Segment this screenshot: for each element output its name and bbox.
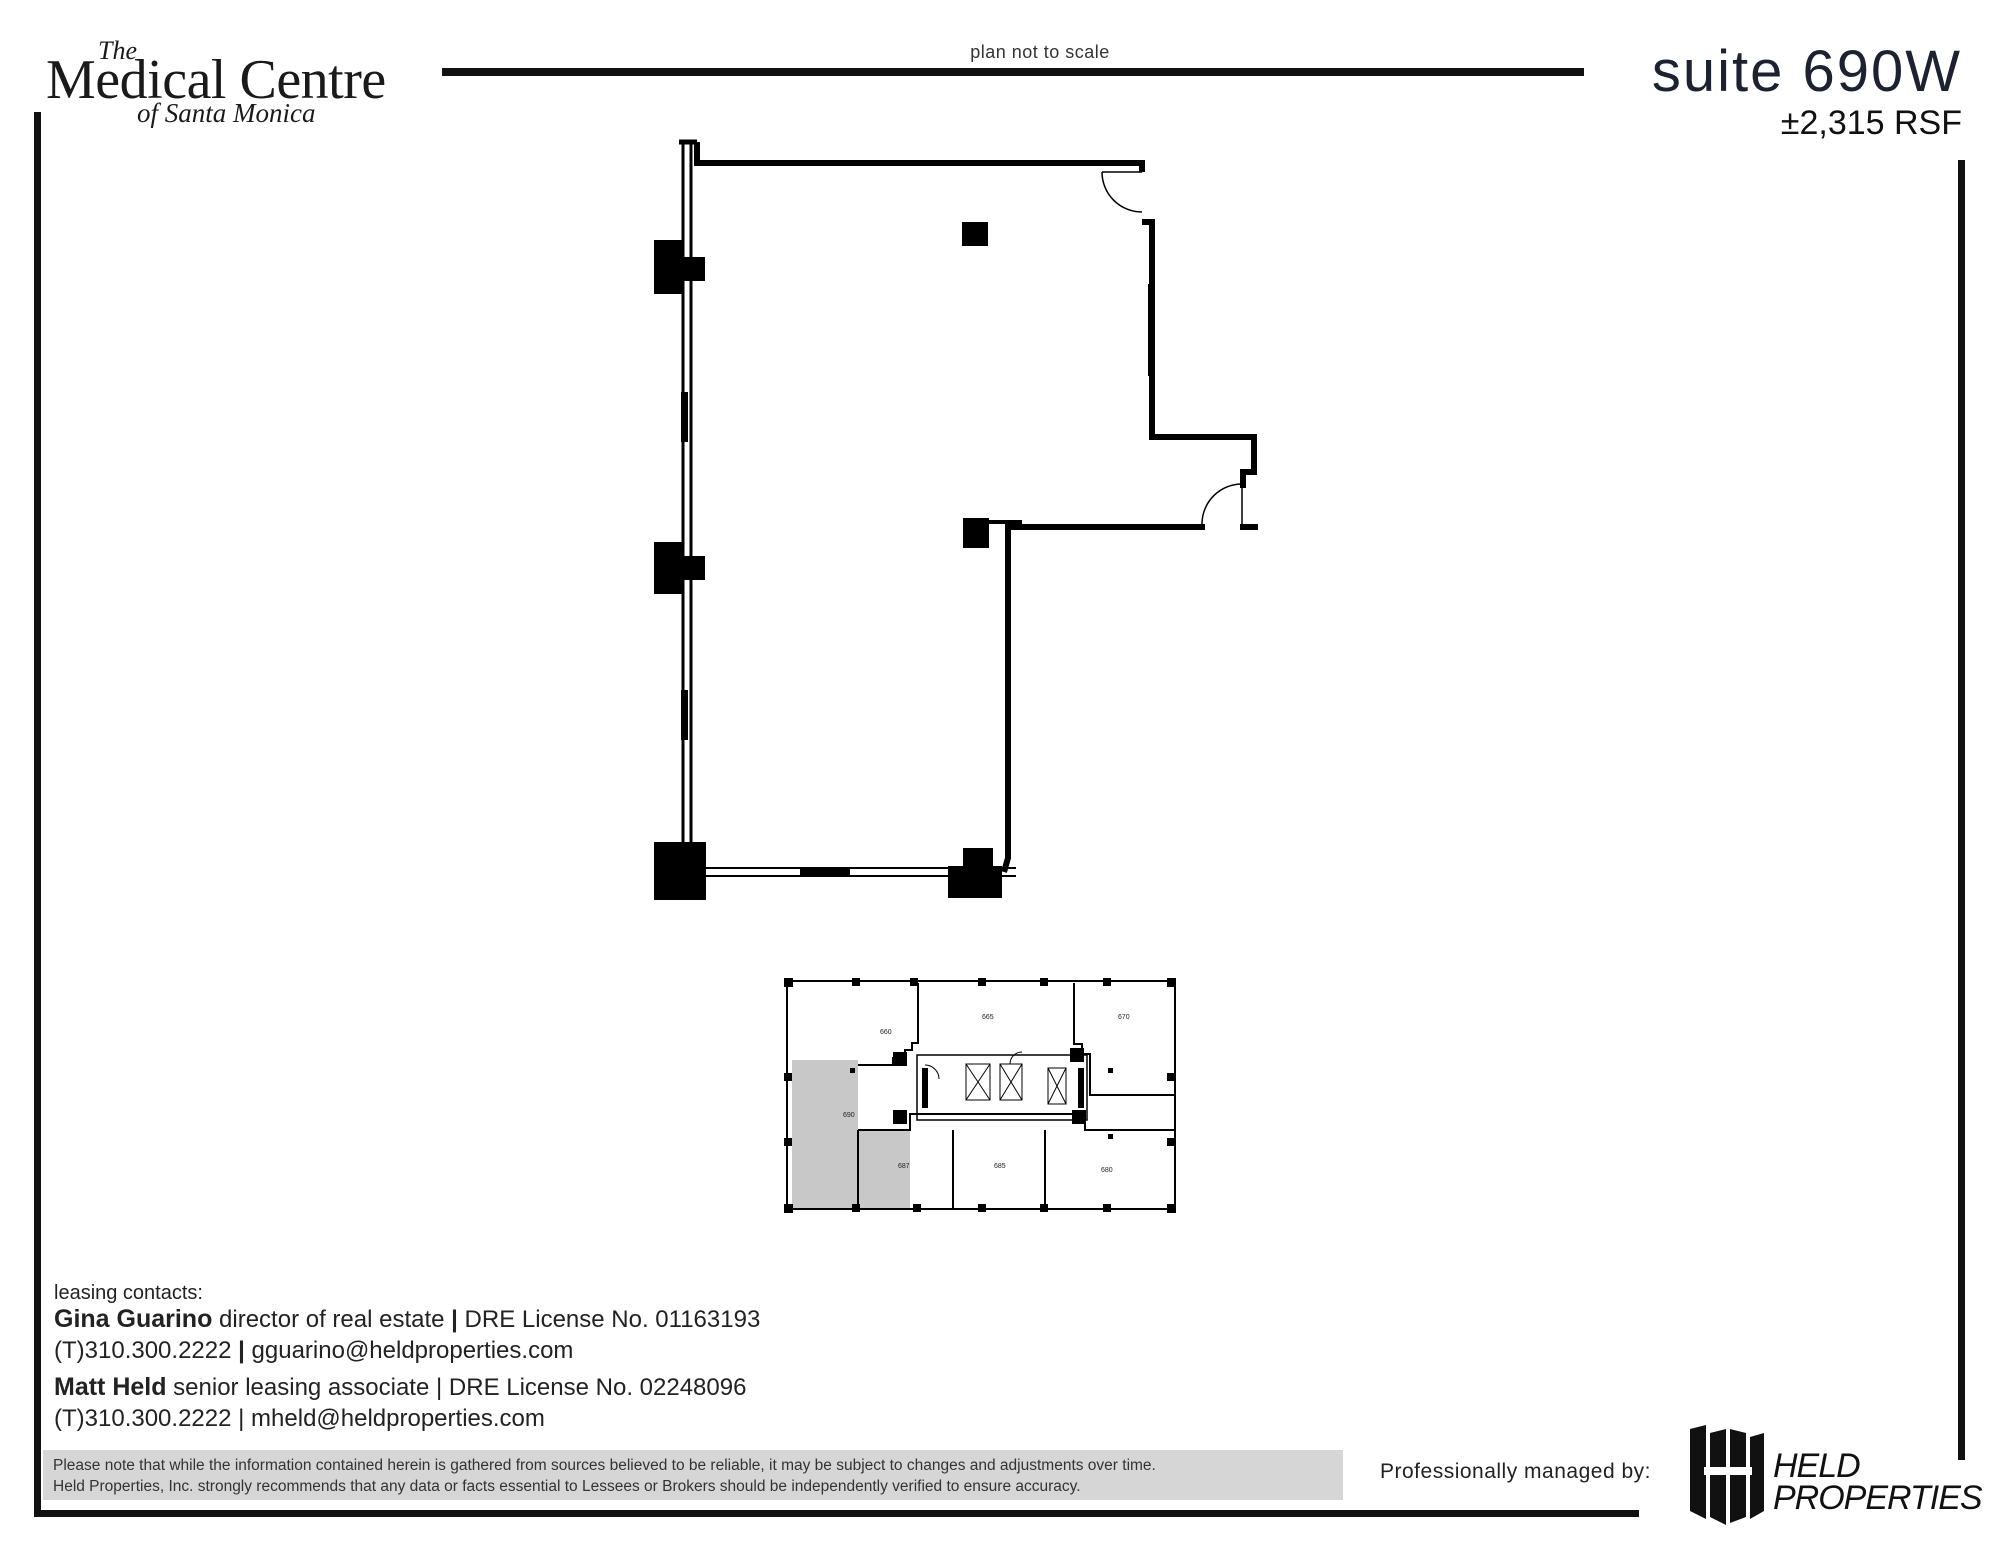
suite-title: suite 690W xyxy=(1651,39,1962,104)
contact-license: DRE License No. 02248096 xyxy=(442,1374,747,1401)
held-properties-wordmark: HELD PROPERTIES xyxy=(1773,1447,1983,1517)
disclaimer-line: Held Properties, Inc. strongly recommend… xyxy=(53,1478,1081,1495)
floor-plan-walls xyxy=(679,139,1258,877)
left-rule xyxy=(34,112,41,1517)
contacts-heading: leasing contacts: xyxy=(54,1282,203,1304)
contact-license: DRE License No. 01163193 xyxy=(457,1306,761,1333)
managed-by-label: Professionally managed by: xyxy=(1380,1460,1651,1483)
door-icon xyxy=(1101,171,1243,525)
contact-line: Matt Held senior leasing associate | DRE… xyxy=(54,1373,747,1401)
logo-title: Medical Centre xyxy=(46,49,386,111)
right-rule xyxy=(1958,160,1965,1460)
brand-line: PROPERTIES xyxy=(1773,1479,1983,1517)
contact-phone: (T)310.300.2222 xyxy=(54,1405,232,1432)
scale-note: plan not to scale xyxy=(970,42,1110,62)
unit-label: 660 xyxy=(880,1029,892,1036)
contact-phone: (T)310.300.2222 xyxy=(54,1337,232,1364)
contact-name: Matt Held xyxy=(54,1373,167,1401)
unit-label: 665 xyxy=(982,1014,994,1021)
unit-label: 670 xyxy=(1118,1014,1130,1021)
highlighted-suite xyxy=(792,1060,910,1210)
key-plan: 660 665 670 690 687 685 680 xyxy=(784,978,1176,1213)
bottom-rule xyxy=(34,1510,1639,1517)
leasing-contacts: leasing contacts: Gina Guarino director … xyxy=(54,1282,760,1434)
unit-label: 687 xyxy=(898,1163,910,1170)
unit-label: 680 xyxy=(1101,1167,1113,1174)
unit-label: 685 xyxy=(994,1163,1006,1170)
held-properties-logo-icon xyxy=(1690,1425,1764,1525)
contact-name: Gina Guarino xyxy=(54,1305,213,1333)
contact-line: (T)310.300.2222 | gguarino@heldpropertie… xyxy=(54,1337,574,1364)
contact-email[interactable]: gguarino@heldproperties.com xyxy=(244,1337,574,1364)
suite-area: ±2,315 RSF xyxy=(1780,104,1962,142)
contact-role: director of real estate xyxy=(212,1306,445,1333)
contact-line: Gina Guarino director of real estate | D… xyxy=(54,1305,761,1333)
contact-role: senior leasing associate xyxy=(166,1374,430,1401)
brand-line: HELD xyxy=(1773,1447,1861,1485)
disclaimer-line: Please note that while the information c… xyxy=(53,1457,1156,1474)
contact-email[interactable]: mheld@heldproperties.com xyxy=(244,1405,545,1432)
disclaimer-box: Please note that while the information c… xyxy=(43,1450,1343,1500)
logo-the-text: The xyxy=(98,36,137,65)
logo-subtitle: of Santa Monica xyxy=(137,98,316,128)
suite-floor-plan xyxy=(654,139,1258,900)
top-rule xyxy=(442,68,1584,76)
key-plan-columns xyxy=(784,978,1176,1213)
structural-columns xyxy=(654,222,1155,900)
contact-line: (T)310.300.2222 | mheld@heldproperties.c… xyxy=(54,1405,545,1432)
unit-label: 690 xyxy=(843,1112,855,1119)
